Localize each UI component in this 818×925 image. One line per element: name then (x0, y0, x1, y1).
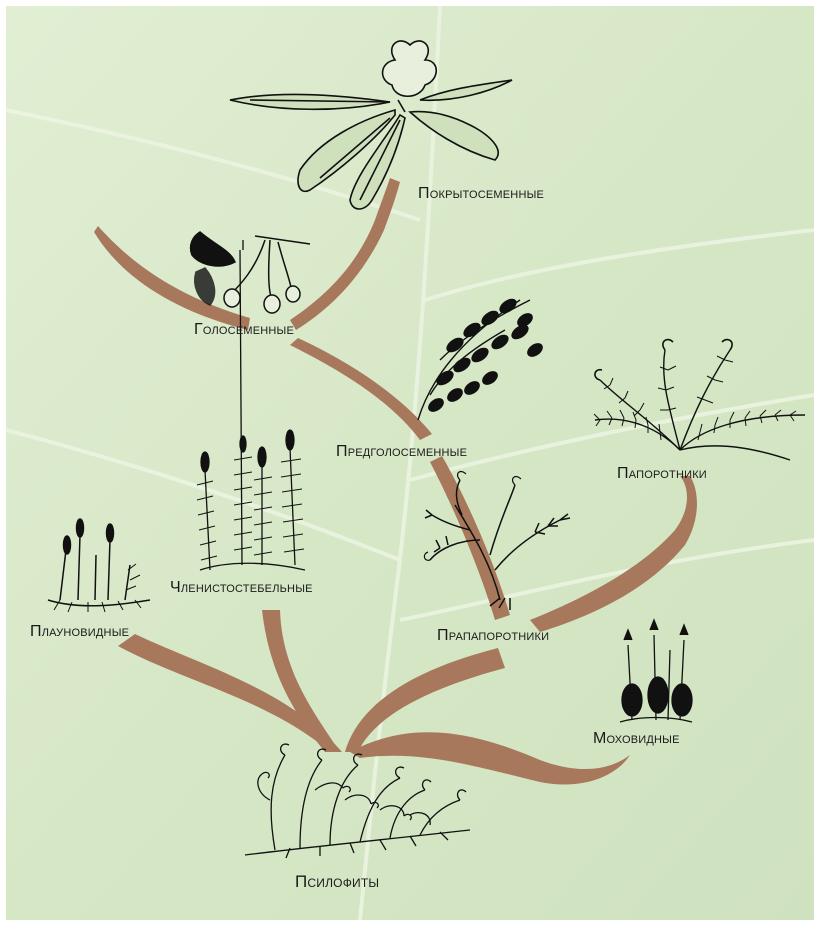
prefern-icon (423, 470, 571, 610)
label-horsetails: Членистостебельные (170, 579, 313, 596)
branch-ferns (530, 476, 697, 632)
fern-icon (593, 338, 806, 461)
branch-progymnosperms (290, 338, 432, 440)
label-lycophytes: Плауновидные (30, 623, 130, 640)
moss-icon (619, 618, 693, 723)
progymnosperm-icon (417, 298, 543, 421)
label-ferns: Папоротники (617, 465, 707, 482)
label-psilophytes: Псилофиты (295, 872, 380, 891)
psilophyte-icon (244, 743, 471, 859)
label-preferns: Прапапоротники (437, 627, 550, 644)
horsetail-icon (196, 240, 306, 571)
branches (94, 178, 697, 785)
branch-horsetails (262, 610, 340, 752)
label-mosses: Моховидные (593, 730, 680, 747)
branch-prefern-trunk (430, 456, 510, 620)
ginkgo-icon (189, 231, 311, 314)
label-angiosperms: Покрытосеменные (418, 185, 545, 202)
branch-preferns-base (345, 648, 505, 752)
branch-lycophytes (118, 634, 342, 752)
magnolia-icon (229, 40, 513, 210)
branch-angiosperms (290, 178, 400, 330)
clubmoss-icon (47, 518, 151, 613)
label-progymnosperms: Предголосеменные (336, 443, 468, 460)
label-gymnosperms: Голосеменные (194, 321, 295, 338)
branch-gymnosperms-left (94, 226, 250, 330)
branch-mosses (350, 732, 630, 785)
leaf-veins (5, 5, 815, 921)
